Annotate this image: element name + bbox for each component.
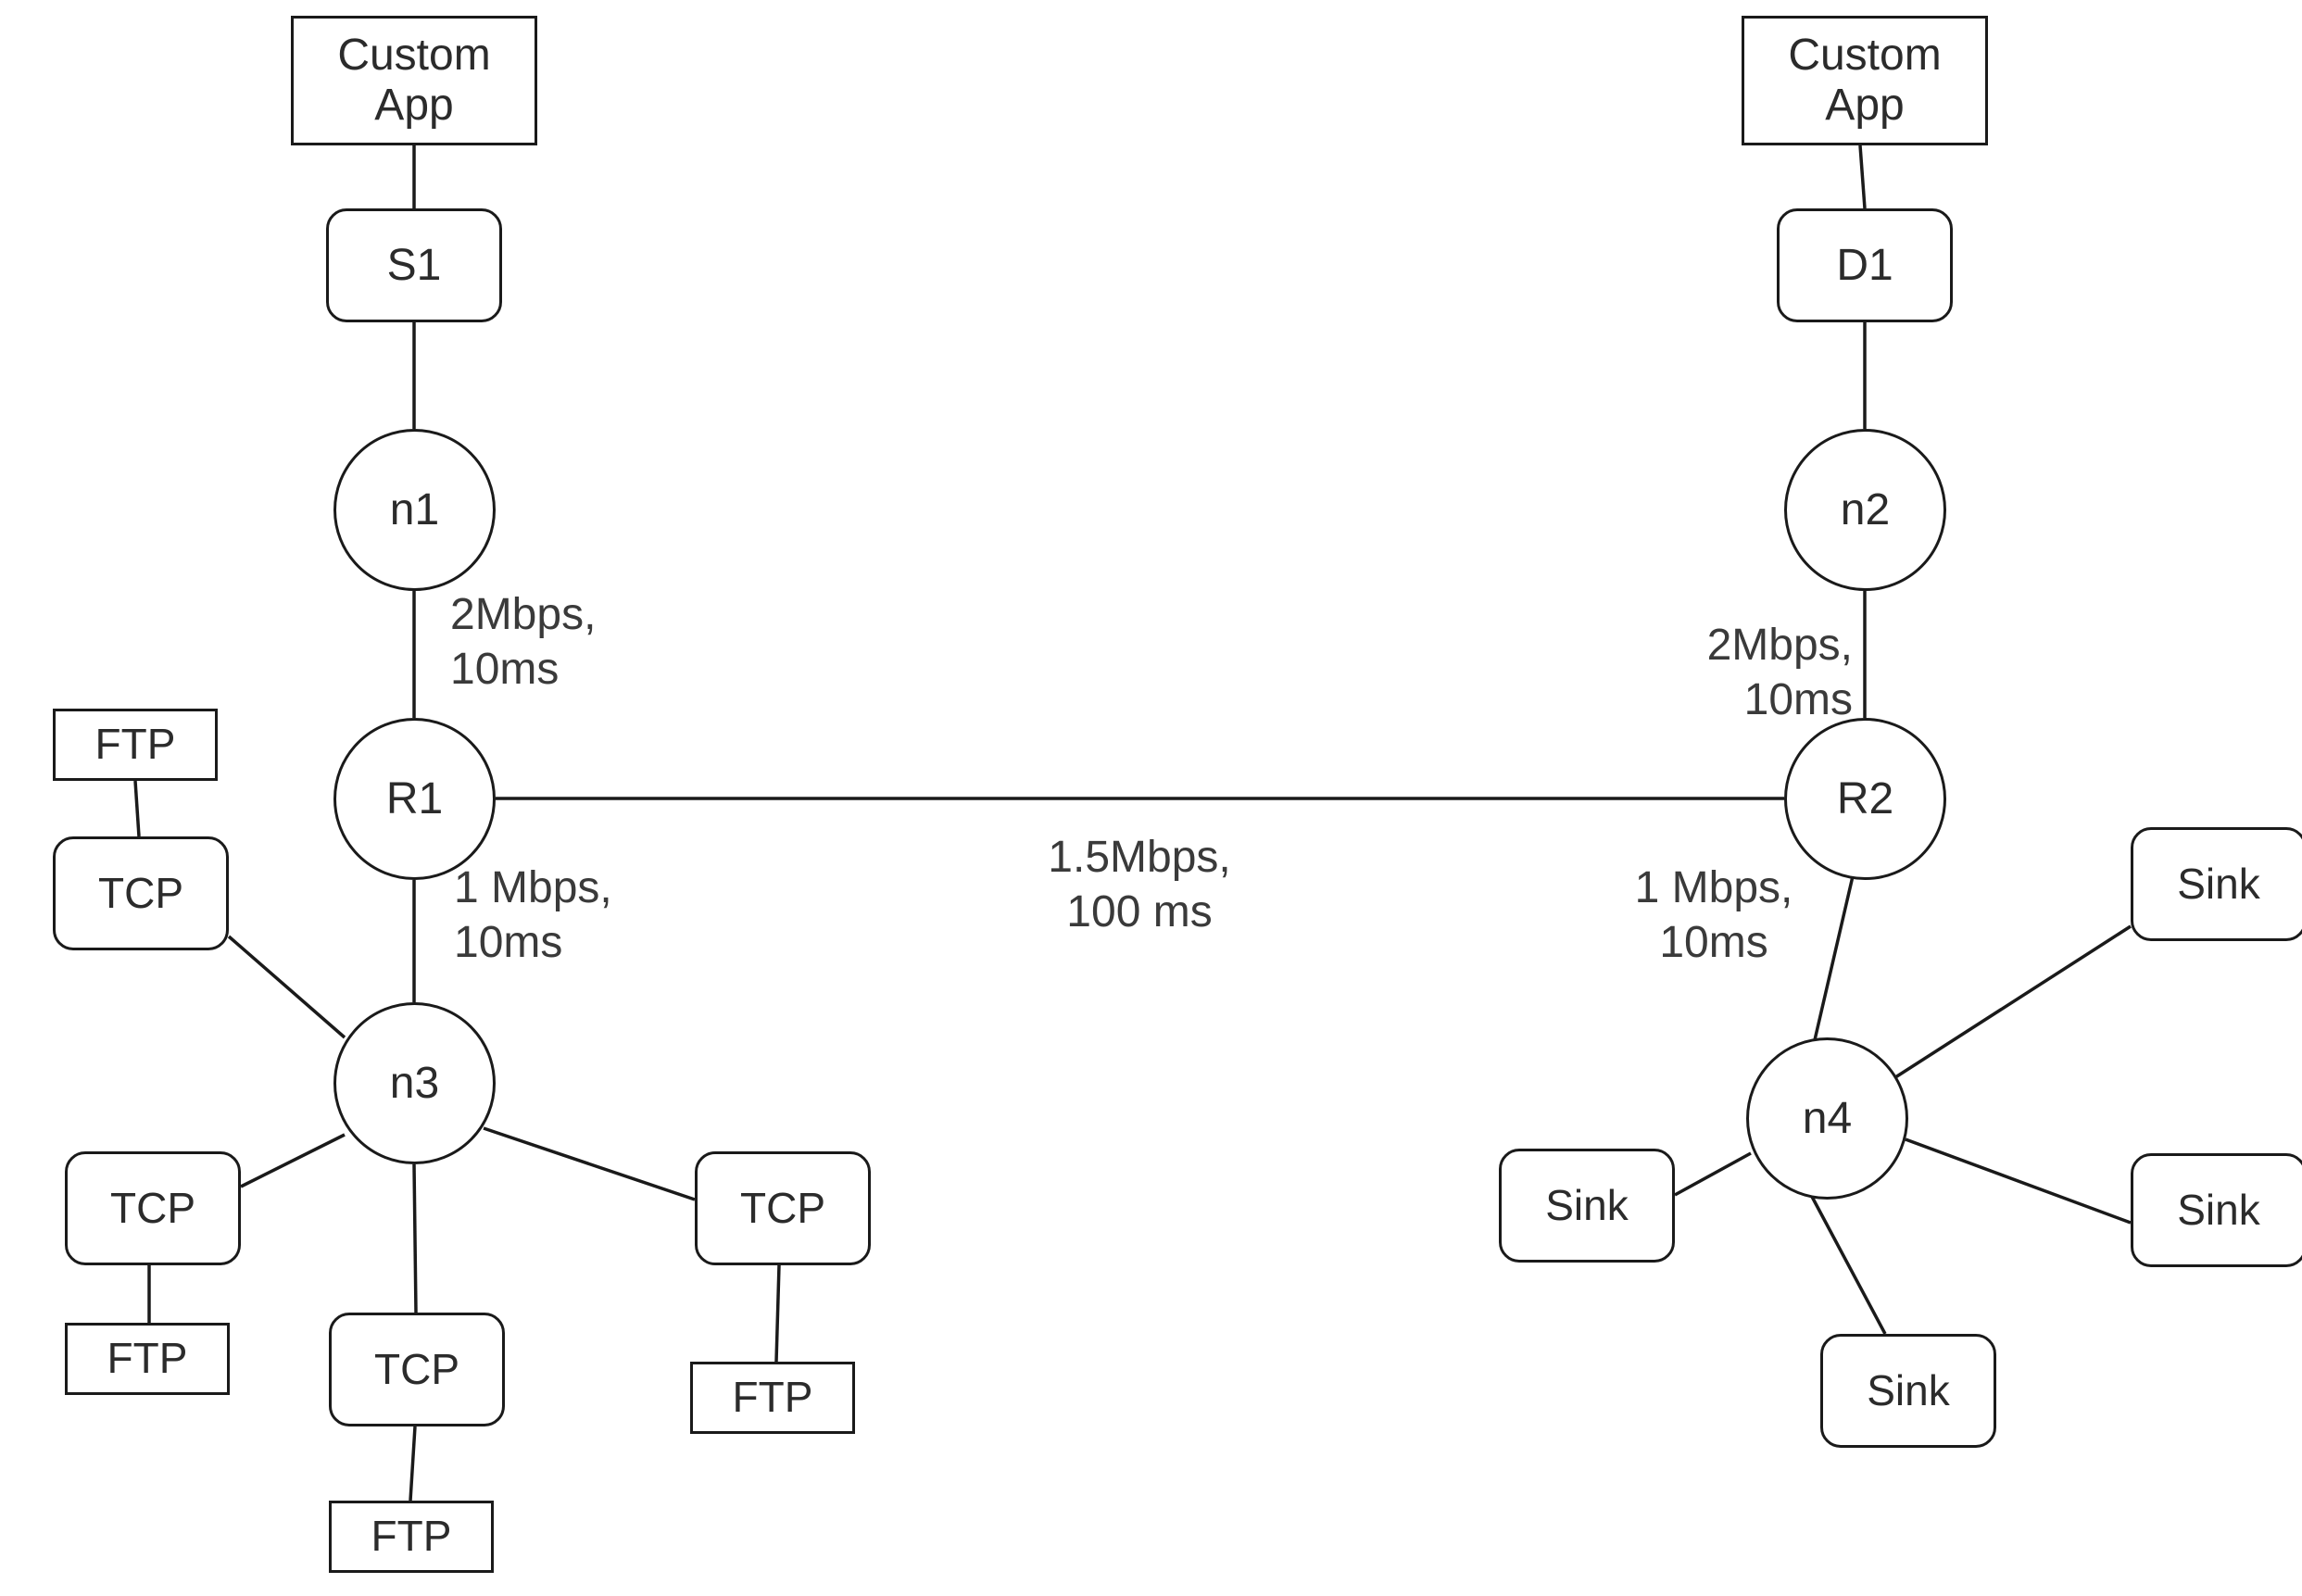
edge-custom-app-right-to-d1 bbox=[1858, 145, 1867, 209]
edge-r2-to-n4 bbox=[1812, 875, 1855, 1045]
node-sink-right[interactable]: Sink bbox=[2131, 1153, 2302, 1267]
edge-n4-to-sink-bottom bbox=[1809, 1194, 1887, 1335]
node-ftp-center[interactable]: FTP bbox=[329, 1501, 494, 1573]
edge-n4-to-sink-top-right bbox=[1892, 924, 2132, 1081]
node-tcp-center[interactable]: TCP bbox=[329, 1313, 505, 1426]
edge-n3-to-tcp-center bbox=[412, 1163, 418, 1313]
node-r2[interactable]: R2 bbox=[1784, 718, 1946, 880]
edge-tcp-center-to-ftp-center bbox=[409, 1426, 417, 1502]
node-r1[interactable]: R1 bbox=[333, 718, 496, 880]
node-d1[interactable]: D1 bbox=[1777, 208, 1953, 322]
node-n4[interactable]: n4 bbox=[1746, 1037, 1908, 1200]
edge-tcp-right-3-to-ftp-right-3 bbox=[774, 1264, 781, 1363]
node-tcp-left-2[interactable]: TCP bbox=[65, 1151, 241, 1265]
node-ftp-left-2[interactable]: FTP bbox=[65, 1323, 230, 1395]
node-sink-top-right[interactable]: Sink bbox=[2131, 827, 2302, 941]
node-ftp-right-3[interactable]: FTP bbox=[690, 1362, 855, 1434]
node-n3[interactable]: n3 bbox=[333, 1002, 496, 1164]
node-sink-bottom[interactable]: Sink bbox=[1820, 1334, 1996, 1448]
node-tcp-right-3[interactable]: TCP bbox=[695, 1151, 871, 1265]
node-tcp-left-1[interactable]: TCP bbox=[53, 836, 229, 950]
edge-tcp-left-1-to-n3 bbox=[227, 935, 346, 1039]
node-n2[interactable]: n2 bbox=[1784, 429, 1946, 591]
node-ftp-left-1[interactable]: FTP bbox=[53, 709, 218, 781]
edge-n3-to-tcp-right-3 bbox=[483, 1126, 696, 1201]
node-custom-app-left[interactable]: Custom App bbox=[291, 16, 537, 145]
node-s1[interactable]: S1 bbox=[326, 208, 502, 322]
edge-tcp-left-2-to-n3 bbox=[240, 1133, 346, 1188]
edge-ftp-left-1-to-tcp-left-1 bbox=[133, 780, 141, 837]
node-n1[interactable]: n1 bbox=[333, 429, 496, 591]
edge-n4-to-sink-right bbox=[1905, 1137, 2132, 1225]
edge-n4-to-sink-left bbox=[1674, 1151, 1752, 1197]
node-sink-left[interactable]: Sink bbox=[1499, 1149, 1675, 1263]
node-custom-app-right[interactable]: Custom App bbox=[1742, 16, 1988, 145]
